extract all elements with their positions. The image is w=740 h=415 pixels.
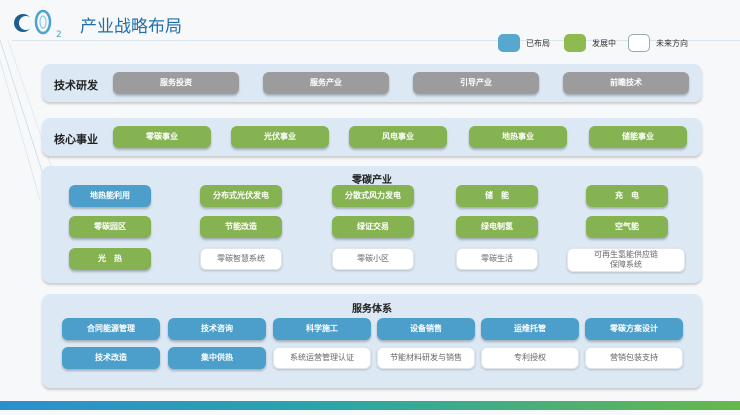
legend-swatch-white: [628, 34, 650, 52]
core-item[interactable]: 光伏事业: [231, 126, 329, 148]
legend-item-future: 未来方向: [628, 34, 688, 52]
service-item[interactable]: 设备销售: [377, 318, 475, 340]
title-divider: [12, 40, 740, 41]
tech-rd-label: 技术研发: [54, 79, 98, 92]
services-panel: [42, 294, 702, 388]
zero-carbon-item[interactable]: 储 能: [456, 185, 538, 207]
service-item[interactable]: 系统运营管理认证: [273, 347, 371, 369]
zero-carbon-item[interactable]: 零碳小区: [332, 248, 414, 270]
service-item[interactable]: 合同能源管理: [62, 318, 160, 340]
zero-carbon-item[interactable]: 节能改造: [200, 216, 282, 238]
core-item[interactable]: 地热事业: [469, 126, 567, 148]
legend-label: 发展中: [592, 38, 616, 48]
legend-swatch-blue: [498, 34, 520, 52]
core-item[interactable]: 风电事业: [349, 126, 447, 148]
service-item[interactable]: 节能材料研发与销售: [377, 347, 475, 369]
decorative-lines: [0, 40, 57, 200]
zero-carbon-item[interactable]: 空气能: [586, 216, 668, 238]
zero-carbon-item[interactable]: 分布式光伏发电: [200, 185, 282, 207]
tech-rd-item[interactable]: 前瞻技术: [563, 72, 689, 94]
core-item[interactable]: 储能事业: [589, 126, 687, 148]
tech-rd-item[interactable]: 服务投资: [113, 72, 239, 94]
core-label: 核心事业: [54, 133, 98, 146]
page-title: 产业战略布局: [80, 17, 182, 37]
service-item[interactable]: 技术咨询: [168, 318, 266, 340]
footer-gradient-bar: [0, 401, 740, 410]
service-item[interactable]: 集中供热: [168, 347, 266, 369]
service-item[interactable]: 科学施工: [273, 318, 371, 340]
legend-label: 未来方向: [656, 38, 688, 48]
legend-item-deployed: 已布局: [498, 34, 550, 52]
zero-carbon-item[interactable]: 充 电: [586, 185, 668, 207]
zero-carbon-title: 零碳产业: [352, 175, 392, 186]
zero-carbon-item[interactable]: 零碳智慧系统: [200, 248, 282, 270]
tech-rd-item[interactable]: 服务产业: [263, 72, 389, 94]
co2-logo: 2: [14, 9, 62, 40]
core-item[interactable]: 零碳事业: [113, 126, 211, 148]
zero-carbon-item[interactable]: 地热能利用: [69, 185, 151, 207]
tech-rd-item[interactable]: 引导产业: [413, 72, 539, 94]
legend-label: 已布局: [526, 38, 550, 48]
zero-carbon-item[interactable]: 绿证交易: [332, 216, 414, 238]
zero-carbon-item[interactable]: 分散式风力发电: [332, 185, 414, 207]
legend-item-developing: 发展中: [564, 34, 616, 52]
zero-carbon-item[interactable]: 零碳生活: [456, 248, 538, 270]
services-title: 服务体系: [352, 304, 392, 315]
logo-subscript: 2: [56, 30, 62, 40]
service-item[interactable]: 技术改造: [62, 347, 160, 369]
zero-carbon-item[interactable]: 光 热: [69, 248, 151, 270]
zero-carbon-item[interactable]: 零碳园区: [69, 216, 151, 238]
service-item[interactable]: 营销包装支持: [585, 347, 683, 369]
zero-carbon-item[interactable]: 可再生氢能供应链 保障系统: [567, 248, 685, 272]
zero-carbon-item[interactable]: 绿电制氢: [456, 216, 538, 238]
service-item[interactable]: 零碳方案设计: [585, 318, 683, 340]
legend-swatch-green: [564, 34, 586, 52]
service-item[interactable]: 运维托管: [481, 318, 579, 340]
service-item[interactable]: 专利授权: [481, 347, 579, 369]
